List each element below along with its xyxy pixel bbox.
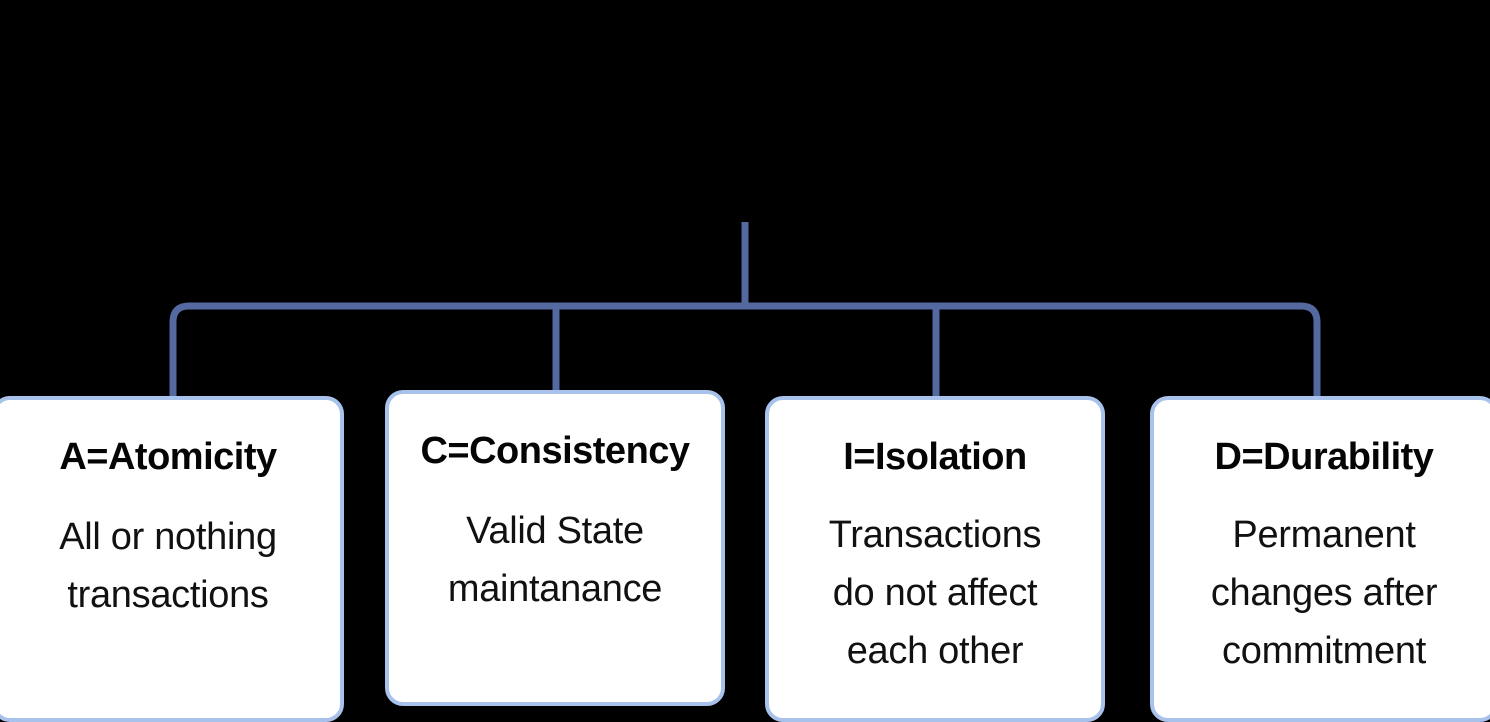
- node-atomicity-title: A=Atomicity: [59, 436, 277, 478]
- horizontal-bus-line: [169, 302, 1321, 396]
- node-isolation-title: I=Isolation: [843, 436, 1027, 478]
- node-durability-description-line: Permanent: [1232, 514, 1416, 556]
- node-atomicity-description-line: All or nothing: [59, 516, 277, 558]
- node-durability[interactable]: D=Durability Permanent changes after com…: [1150, 396, 1490, 722]
- node-consistency[interactable]: C=Consistency Valid State maintanance: [385, 390, 725, 706]
- node-consistency-description-line: Valid State: [466, 510, 644, 552]
- node-durability-description-line: commitment: [1222, 630, 1426, 672]
- node-durability-description-line: changes after: [1210, 572, 1438, 614]
- node-isolation[interactable]: I=Isolation Transactions do not affect e…: [765, 396, 1105, 722]
- node-atomicity-description-line: transactions: [67, 574, 269, 616]
- node-durability-title: D=Durability: [1214, 436, 1434, 478]
- node-isolation-description-line: each other: [846, 630, 1024, 672]
- node-atomicity-description: All or nothing transactions: [59, 508, 277, 624]
- node-isolation-description: Transactions do not affect each other: [829, 506, 1042, 680]
- node-consistency-description: Valid State maintanance: [447, 502, 663, 618]
- node-durability-description: Permanent changes after commitment: [1210, 506, 1438, 680]
- node-consistency-description-line: maintanance: [447, 568, 663, 610]
- node-consistency-title: C=Consistency: [420, 430, 690, 472]
- node-isolation-description-line: Transactions: [828, 514, 1042, 556]
- node-atomicity[interactable]: A=Atomicity All or nothing transactions: [0, 396, 344, 722]
- node-isolation-description-line: do not affect: [832, 572, 1038, 614]
